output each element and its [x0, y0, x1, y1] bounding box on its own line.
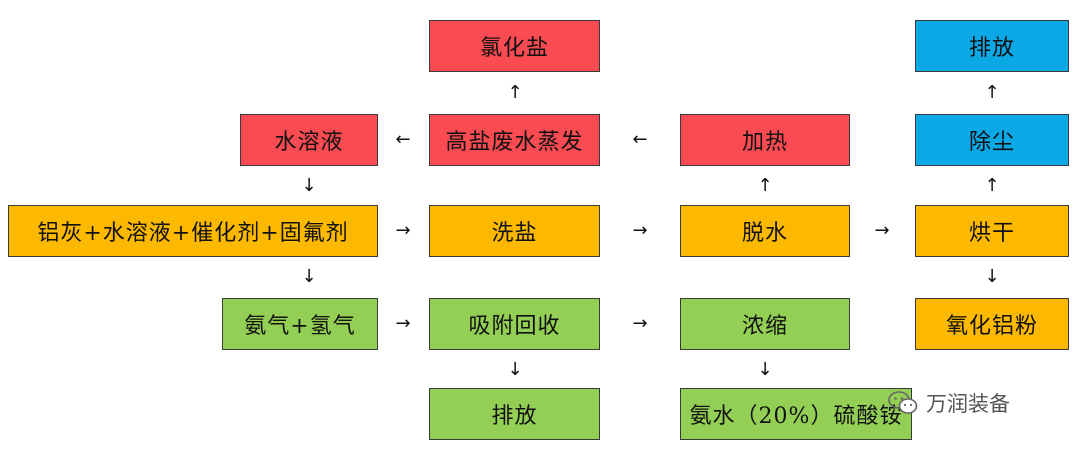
node-label: 加热 [741, 130, 788, 155]
arrow-down: ↓ [984, 266, 1000, 287]
arrow-right: → [874, 220, 890, 241]
node-label: 浓缩 [741, 314, 788, 339]
node-label: 氨水（20%）硫酸铵 [689, 404, 903, 429]
node-dust-removal: 除尘 [915, 114, 1069, 166]
node-chloride-salt: 氯化盐 [429, 20, 600, 72]
arrow-up: ↑ [507, 82, 523, 103]
node-ammonia-hydrogen: 氨气+氢气 [222, 298, 378, 350]
arrow-left: ← [632, 129, 648, 150]
arrow-up: ↑ [757, 175, 773, 196]
node-alumina-powder: 氧化铝粉 [915, 298, 1069, 350]
node-heating: 加热 [680, 114, 850, 166]
node-label: 除尘 [968, 130, 1015, 155]
node-label: 高盐废水蒸发 [445, 130, 584, 155]
node-dehydration: 脱水 [680, 205, 850, 257]
arrow-right: → [395, 313, 411, 334]
node-high-salt-evaporation: 高盐废水蒸发 [429, 114, 600, 166]
node-adsorption-recovery: 吸附回收 [429, 298, 600, 350]
node-label: 洗盐 [491, 221, 538, 246]
node-label: 烘干 [968, 221, 1015, 246]
wechat-icon [888, 390, 918, 416]
arrow-right: → [395, 220, 411, 241]
arrow-down: ↓ [757, 359, 773, 380]
node-label: 排放 [968, 36, 1015, 61]
node-drying: 烘干 [915, 205, 1069, 257]
node-label: 排放 [491, 404, 538, 429]
node-ammonia-water-sulfate: 氨水（20%）硫酸铵 [680, 388, 912, 440]
node-concentration: 浓缩 [680, 298, 850, 350]
node-mixture: 铝灰+水溶液+催化剂+固氟剂 [8, 205, 378, 257]
node-discharge-bottom: 排放 [429, 388, 600, 440]
arrow-down: ↓ [301, 266, 317, 287]
node-label: 吸附回收 [468, 314, 561, 339]
arrow-right: → [632, 313, 648, 334]
node-label: 氯化盐 [479, 36, 549, 61]
arrow-down: ↓ [507, 359, 523, 380]
node-discharge-top: 排放 [915, 20, 1069, 72]
node-aqueous-solution: 水溶液 [240, 114, 378, 166]
arrow-up: ↑ [984, 82, 1000, 103]
arrow-down: ↓ [301, 175, 317, 196]
node-label: 水溶液 [274, 130, 344, 155]
arrow-right: → [632, 220, 648, 241]
arrow-up: ↑ [984, 175, 1000, 196]
node-label: 铝灰+水溶液+催化剂+固氟剂 [37, 221, 349, 246]
watermark: 万润装备 [888, 385, 1010, 421]
node-label: 氧化铝粉 [945, 314, 1038, 339]
node-label: 脱水 [741, 221, 788, 246]
node-washing-salt: 洗盐 [429, 205, 600, 257]
arrow-left: ← [395, 129, 411, 150]
node-label: 氨气+氢气 [244, 314, 356, 339]
watermark-text: 万润装备 [926, 392, 1010, 416]
